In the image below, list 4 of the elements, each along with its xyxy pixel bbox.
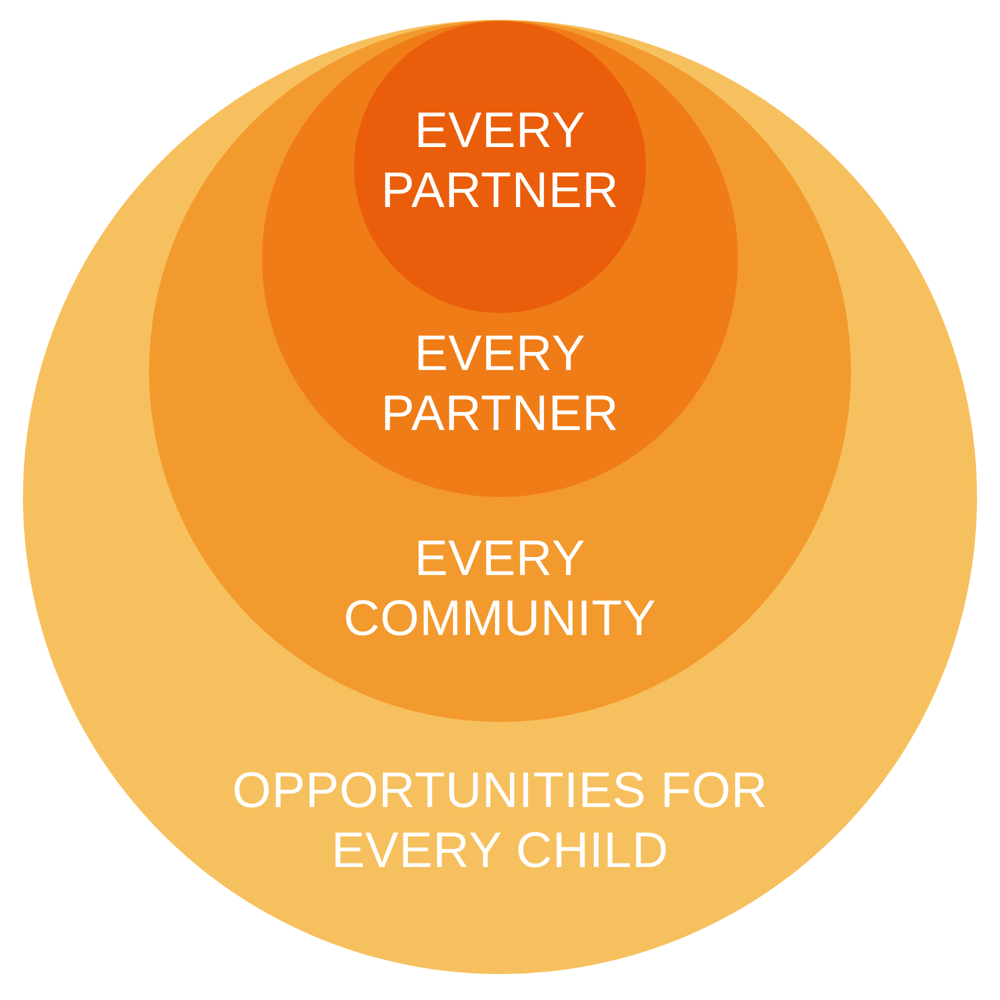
- circle-label: EVERY COMMUNITY: [342, 529, 658, 648]
- circle-label: EVERY PARTNER: [380, 324, 620, 443]
- circle-label: OPPORTUNITIES FOR EVERY CHILD: [231, 761, 769, 880]
- circle-label: EVERY PARTNER: [380, 101, 620, 220]
